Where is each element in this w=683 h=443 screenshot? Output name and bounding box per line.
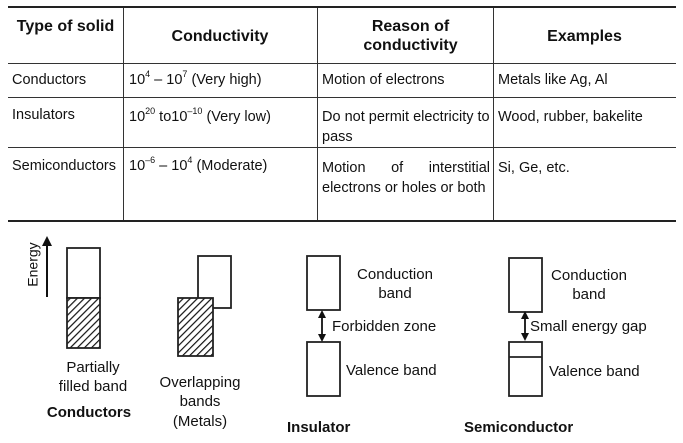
metals-label: (Metals)	[172, 413, 228, 430]
header-divider	[8, 63, 676, 64]
partially-filled-band-label: Partially filled band	[58, 359, 128, 395]
cell-examples-insulators: Wood, rubber, bakelite	[498, 109, 643, 125]
insulator-valence-band-label: Valence band	[346, 362, 437, 379]
cell-type-semiconductors: Semiconductors	[12, 158, 116, 174]
small-energy-gap-label: Small energy gap	[530, 318, 647, 335]
insulator-bands-icon	[306, 255, 341, 397]
header-type-of-solid: Type of solid	[16, 18, 115, 35]
header-conductivity: Conductivity	[171, 28, 269, 45]
overlapping-bands-label: Overlapping bands	[159, 374, 241, 410]
cell-type-insulators: Insulators	[12, 107, 75, 123]
semiconductor-valence-band-label: Valence band	[549, 363, 640, 380]
energy-arrow-icon	[42, 236, 52, 297]
column-divider	[493, 8, 494, 220]
conductivity-table: Type of solid Conductivity Reason of con…	[8, 6, 676, 222]
cell-reason-semiconductors: Motion of interstitial electrons or hole…	[322, 160, 490, 196]
energy-axis-label: Energy	[24, 242, 41, 287]
cell-reason-conductors: Motion of electrons	[322, 72, 445, 88]
conductor-band-icon	[66, 247, 101, 349]
cell-reason-insulators: Do not permit electricity to pass	[322, 109, 490, 145]
semiconductor-conduction-band-label: Conduction band	[551, 267, 627, 303]
insulator-title: Insulator	[287, 419, 351, 436]
cell-conductivity-semiconductors: 10–6 – 104 (Moderate)	[129, 155, 268, 175]
semiconductor-bands-icon	[508, 257, 543, 397]
cell-conductivity-conductors: 104 – 107 (Very high)	[129, 69, 262, 89]
semiconductor-title: Semiconductor	[464, 419, 574, 436]
cell-examples-semiconductors: Si, Ge, etc.	[498, 160, 570, 176]
cell-examples-conductors: Metals like Ag, Al	[498, 72, 608, 88]
conductors-title: Conductors	[46, 404, 132, 421]
column-divider	[317, 8, 318, 220]
column-divider	[123, 8, 124, 220]
cell-conductivity-insulators: 1020 to10–10 (Very low)	[129, 106, 271, 126]
header-reason-of-conductivity: Reason of conductivity	[363, 18, 458, 54]
row-divider	[8, 97, 676, 98]
row-divider	[8, 147, 676, 148]
cell-type-conductors: Conductors	[12, 72, 87, 88]
overlapping-bands-icon	[177, 255, 232, 357]
insulator-conduction-band-label: Conduction band	[357, 266, 433, 302]
header-examples: Examples	[547, 28, 622, 45]
forbidden-zone-label: Forbidden zone	[332, 318, 437, 335]
